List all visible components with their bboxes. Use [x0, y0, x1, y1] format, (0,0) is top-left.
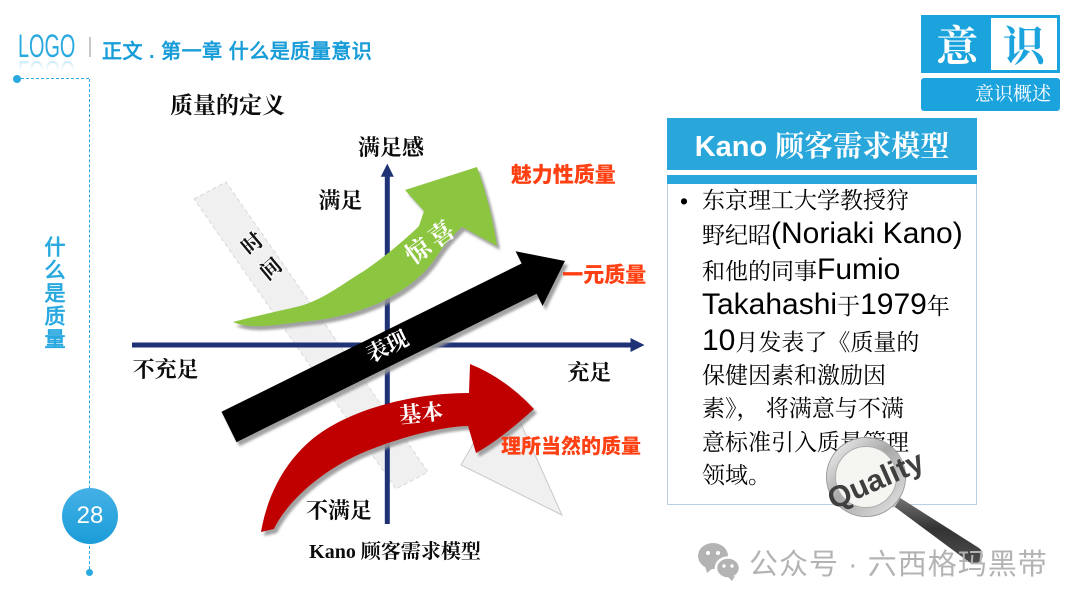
svg-text:Kano 顾客需求模型: Kano 顾客需求模型 [309, 539, 481, 563]
svg-text:不充足: 不充足 [133, 357, 199, 382]
svg-text:基本: 基本 [398, 399, 444, 428]
svg-text:不满足: 不满足 [306, 498, 372, 523]
svg-text:理所当然的质量: 理所当然的质量 [501, 434, 641, 458]
svg-text:魅力性质量: 魅力性质量 [511, 163, 616, 187]
svg-text:满足感: 满足感 [358, 135, 426, 160]
svg-text:满足: 满足 [318, 188, 362, 213]
svg-text:一元质量: 一元质量 [562, 263, 646, 287]
svg-text:充足: 充足 [567, 360, 611, 385]
